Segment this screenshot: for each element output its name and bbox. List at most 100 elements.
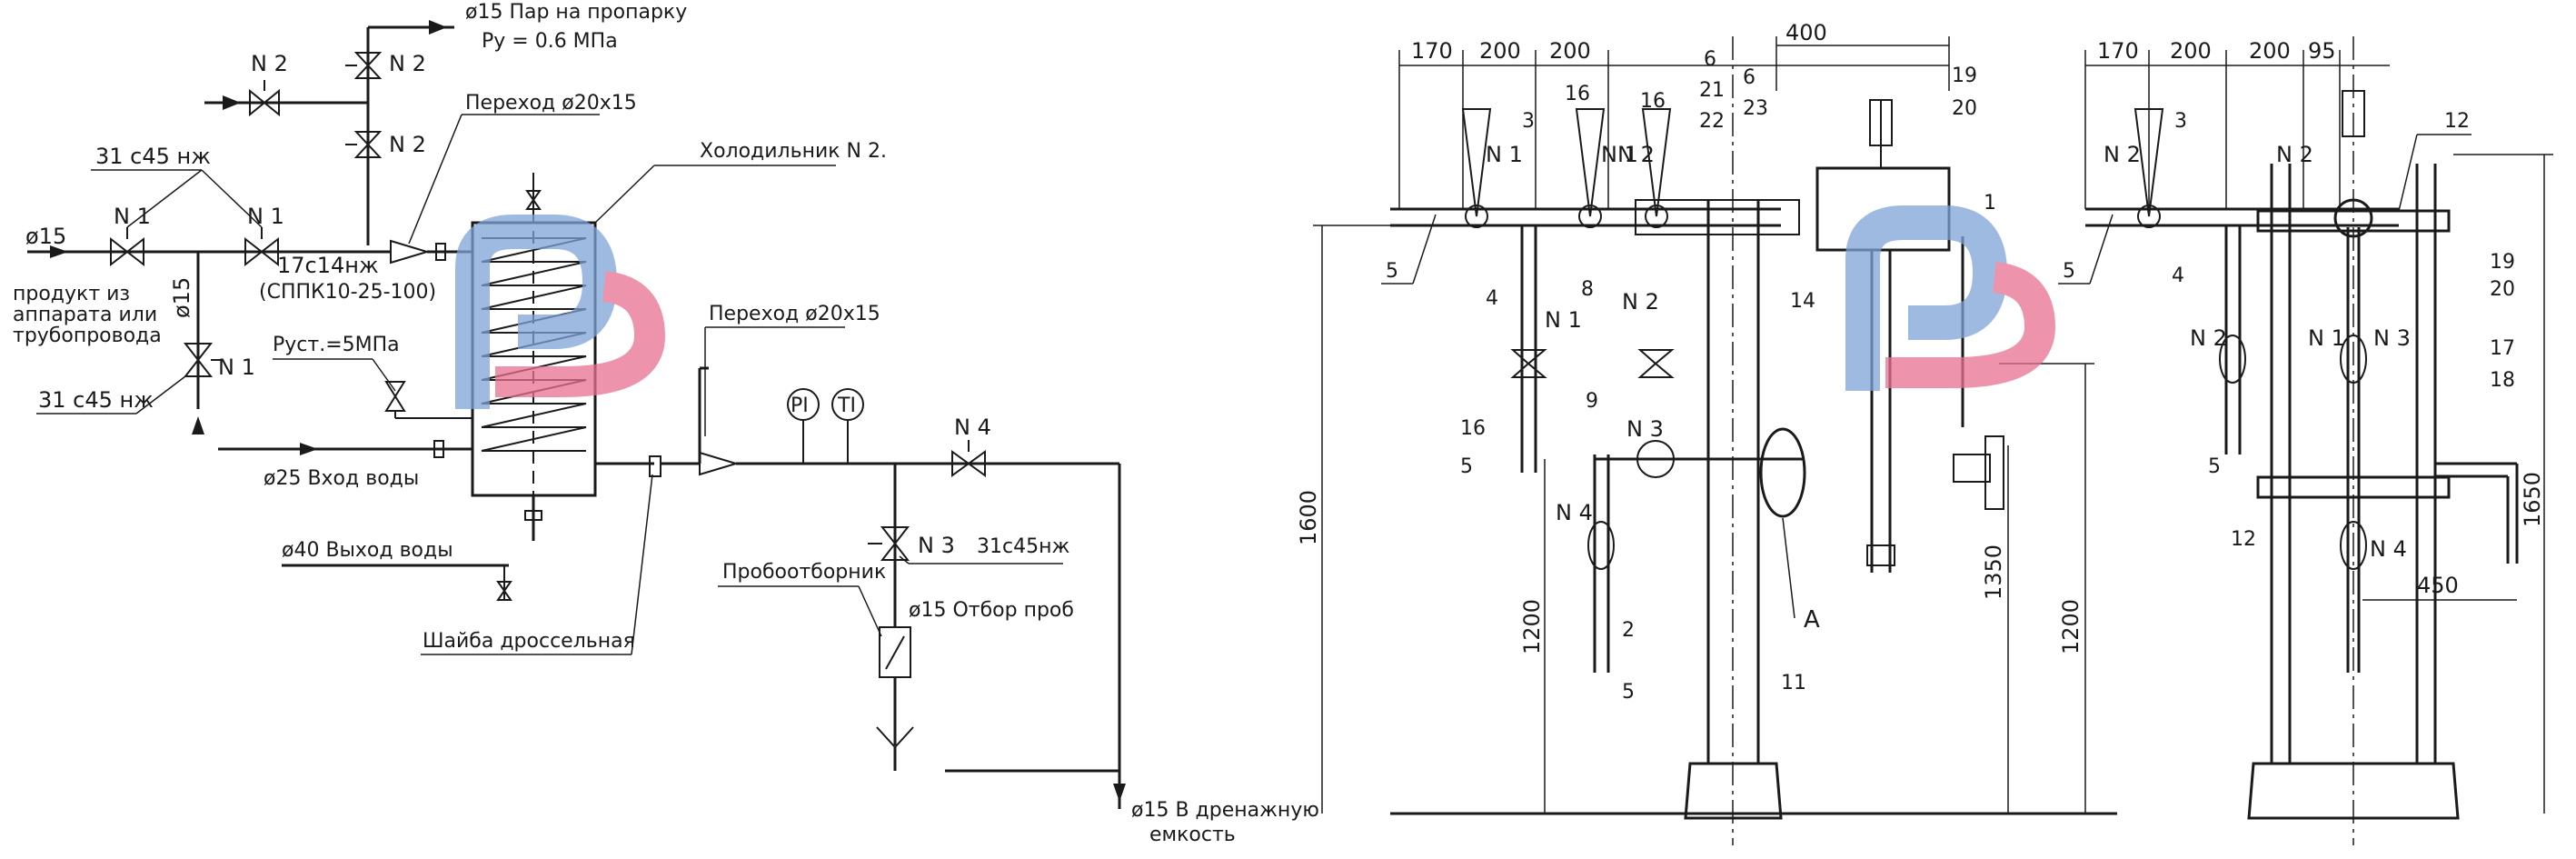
sample-label: ø15 Отбор проб bbox=[909, 599, 1074, 622]
front-n1-label-c: N 1 bbox=[1545, 307, 1582, 333]
valve-n4-scheme bbox=[951, 440, 986, 477]
reducer-label-mid: Переход ø20х15 bbox=[709, 303, 880, 325]
valve-n2-upper bbox=[345, 52, 383, 79]
front-pos-5a: 5 bbox=[1386, 260, 1398, 283]
side-pos-5a: 5 bbox=[2063, 260, 2075, 283]
valve-n2-lower bbox=[345, 131, 383, 158]
pi-label: PI bbox=[791, 395, 809, 417]
dim-1200: 1200 bbox=[1519, 599, 1545, 654]
side-n4-label: N 4 bbox=[2370, 536, 2407, 562]
front-valve-n1-a bbox=[1461, 108, 1492, 228]
side-pos-5b: 5 bbox=[2208, 455, 2221, 478]
side-n2-label-top: N 2 bbox=[2104, 142, 2141, 167]
relief-model-label: (СППК10-25-100) bbox=[259, 281, 436, 304]
valve-n3-label-scheme: N 3 bbox=[918, 533, 955, 558]
relief-type-label: 17с14нж bbox=[277, 253, 379, 278]
front-pos-2: 2 bbox=[1622, 619, 1635, 642]
product-label-2: аппарата или bbox=[13, 304, 157, 326]
dim-450: 450 bbox=[2417, 573, 2459, 598]
inlet-pipe-label: ø15 bbox=[25, 224, 66, 249]
dim-1200b: 1200 bbox=[2058, 599, 2084, 654]
dim-170-front: 170 bbox=[1411, 38, 1453, 64]
ti-label: TI bbox=[837, 395, 856, 417]
valve-n2-horizontal bbox=[249, 80, 280, 117]
front-pos-6a: 6 bbox=[1704, 48, 1716, 71]
front-pos-23: 23 bbox=[1743, 97, 1768, 120]
valve-n1-a bbox=[110, 227, 144, 267]
watermark-logo-left bbox=[455, 215, 666, 409]
drain-label-1: ø15 В дренажную bbox=[1131, 799, 1319, 822]
front-view: 170 200 200 400 N 1 N 1 N 2 bbox=[1296, 20, 2117, 845]
reducer-label-top: Переход ø20х15 bbox=[465, 92, 637, 115]
side-n2-label-mid: N 2 bbox=[2190, 325, 2227, 351]
front-pos-9: 9 bbox=[1586, 390, 1598, 413]
product-label-1: продукт из bbox=[13, 283, 130, 305]
front-n3-label: N 3 bbox=[1626, 416, 1664, 442]
water-out-label: ø40 Выход воды bbox=[282, 539, 453, 562]
front-pos-5b: 5 bbox=[1460, 455, 1473, 478]
valve-n1-c bbox=[183, 343, 224, 377]
front-valve-n2-top bbox=[1641, 108, 1672, 228]
orifice bbox=[649, 455, 661, 477]
valve-type-label-top: 31 с45 нж bbox=[95, 144, 211, 169]
branch-pipe-label: ø15 bbox=[169, 277, 194, 318]
valve-n1-b bbox=[244, 227, 279, 267]
watermark bbox=[455, 205, 2056, 409]
sampler-label: Пробоотборник bbox=[722, 561, 886, 584]
dim-200a-front: 200 bbox=[1479, 38, 1521, 64]
front-pos-22: 22 bbox=[1699, 110, 1725, 133]
orifice-label: Шайба дроссельная bbox=[423, 630, 635, 653]
water-in-label: ø25 Вход воды bbox=[264, 467, 419, 490]
front-pos-11: 11 bbox=[1781, 672, 1806, 694]
side-n3-label: N 3 bbox=[2373, 325, 2411, 351]
relief-pressure-label: Руст.=5МПа bbox=[273, 334, 400, 356]
steam-pressure-label: Ру = 0.6 МПа bbox=[482, 30, 618, 53]
dim-170-side: 170 bbox=[2097, 38, 2139, 64]
dim-1350: 1350 bbox=[1981, 544, 2006, 600]
valve-n1-label-a: N 1 bbox=[114, 204, 151, 229]
dim-200b-side: 200 bbox=[2249, 38, 2291, 64]
side-pos-12b: 12 bbox=[2231, 528, 2256, 551]
front-n1-label-a: N 1 bbox=[1486, 142, 1523, 167]
side-pos-20: 20 bbox=[2490, 278, 2515, 301]
valve-type-label-bottom: 31 с45 нж bbox=[38, 387, 154, 413]
front-pos-6b: 6 bbox=[1743, 66, 1755, 89]
front-pos-14: 14 bbox=[1790, 290, 1815, 313]
dim-400-front: 400 bbox=[1785, 20, 1827, 45]
watermark-logo-right bbox=[1845, 205, 2056, 391]
side-pos-18: 18 bbox=[2490, 369, 2515, 392]
front-pos-21: 21 bbox=[1699, 79, 1725, 102]
side-pos-4: 4 bbox=[2172, 265, 2184, 287]
front-n4-label: N 4 bbox=[1556, 500, 1593, 525]
dim-1650: 1650 bbox=[2520, 472, 2545, 527]
front-pos-16c: 16 bbox=[1460, 417, 1486, 440]
valve-n2-label-3: N 2 bbox=[251, 51, 288, 76]
dim-200a-side: 200 bbox=[2170, 38, 2212, 64]
process-scheme: ø15 Пар на пропарку Ру = 0.6 МПа N 2 N 2… bbox=[13, 1, 1319, 846]
valve-n1-label-c: N 1 bbox=[218, 355, 255, 380]
valve-n2-label-1: N 2 bbox=[389, 51, 426, 76]
view-a-label: А bbox=[1804, 606, 1820, 634]
side-valve-n2-top bbox=[2133, 108, 2164, 228]
front-pos-19: 19 bbox=[1952, 65, 1977, 87]
side-pos-12a: 12 bbox=[2444, 110, 2470, 133]
dim-95-side: 95 bbox=[2308, 38, 2336, 64]
product-label-3: трубопровода bbox=[13, 325, 162, 347]
side-n2-label-top2: N 2 bbox=[2276, 142, 2313, 167]
front-pos-20: 20 bbox=[1952, 97, 1977, 120]
valve-n1-label-b: N 1 bbox=[247, 204, 284, 229]
front-pos-16a: 16 bbox=[1565, 83, 1590, 105]
side-n1-label: N 1 bbox=[2308, 325, 2345, 351]
side-pos-3: 3 bbox=[2174, 110, 2187, 133]
side-pos-17: 17 bbox=[2490, 337, 2515, 360]
dim-200b-front: 200 bbox=[1549, 38, 1591, 64]
valve-type-label-n3: 31с45нж bbox=[977, 535, 1069, 558]
front-pos-4: 4 bbox=[1486, 287, 1498, 310]
front-n2-label-top: N 2 bbox=[1617, 142, 1655, 167]
front-pos-5c: 5 bbox=[1622, 681, 1635, 704]
valve-n4-label-scheme: N 4 bbox=[954, 415, 991, 440]
front-pos-1: 1 bbox=[1984, 192, 1996, 215]
side-view: 170 200 200 95 N 2 N 2 N 2 N 1 N 3 N bbox=[2058, 36, 2553, 845]
front-valve-n1-b bbox=[1575, 108, 1606, 228]
